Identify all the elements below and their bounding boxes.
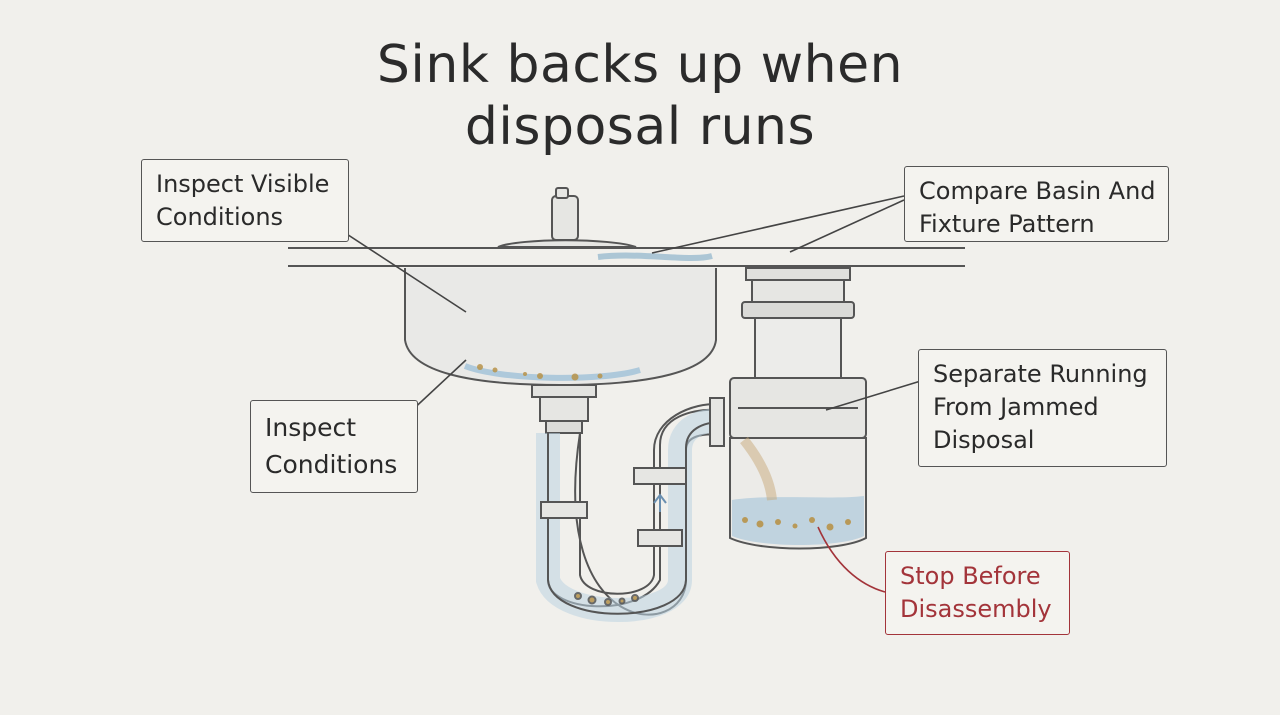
callout-separate-line-2: From Jammed	[933, 393, 1099, 421]
sink-basin	[404, 268, 717, 387]
title-line-2: disposal runs	[464, 97, 816, 157]
callout-inspect-line-2: Conditions	[265, 450, 398, 479]
callout-compare-line-1: Compare Basin And	[919, 177, 1156, 205]
callout-separate-line-3: Disposal	[933, 426, 1035, 454]
callout-compare-basin: Compare Basin And Fixture Pattern	[904, 166, 1169, 242]
leader-compare-basin	[651, 195, 905, 254]
leader-separate-running	[825, 379, 925, 411]
callout-inspect-visible: Inspect Visible Conditions	[141, 159, 349, 242]
callout-inspect-visible-line-1: Inspect Visible	[156, 170, 330, 198]
callout-stop-before-disassembly: Stop Before Disassembly	[885, 551, 1070, 635]
callout-inspect-conditions: Inspect Conditions	[250, 400, 418, 493]
diagram-title: Sink backs up when disposal runs	[340, 34, 940, 158]
faucet	[497, 187, 637, 248]
leader-compare-fixture	[789, 199, 905, 253]
callout-separate-running: Separate Running From Jammed Disposal	[918, 349, 1167, 467]
leader-stop-before	[817, 526, 886, 593]
garbage-disposal	[729, 267, 867, 550]
callout-compare-line-2: Fixture Pattern	[919, 210, 1095, 238]
callout-stop-line-1: Stop Before	[900, 562, 1041, 590]
title-line-1: Sink backs up when	[376, 35, 904, 95]
drain-trap-pipe	[531, 384, 725, 622]
callout-inspect-line-1: Inspect	[265, 413, 357, 442]
callout-separate-line-1: Separate Running	[933, 360, 1148, 388]
callout-stop-line-2: Disassembly	[900, 595, 1052, 623]
countertop	[288, 247, 965, 267]
callout-inspect-visible-line-2: Conditions	[156, 203, 284, 231]
